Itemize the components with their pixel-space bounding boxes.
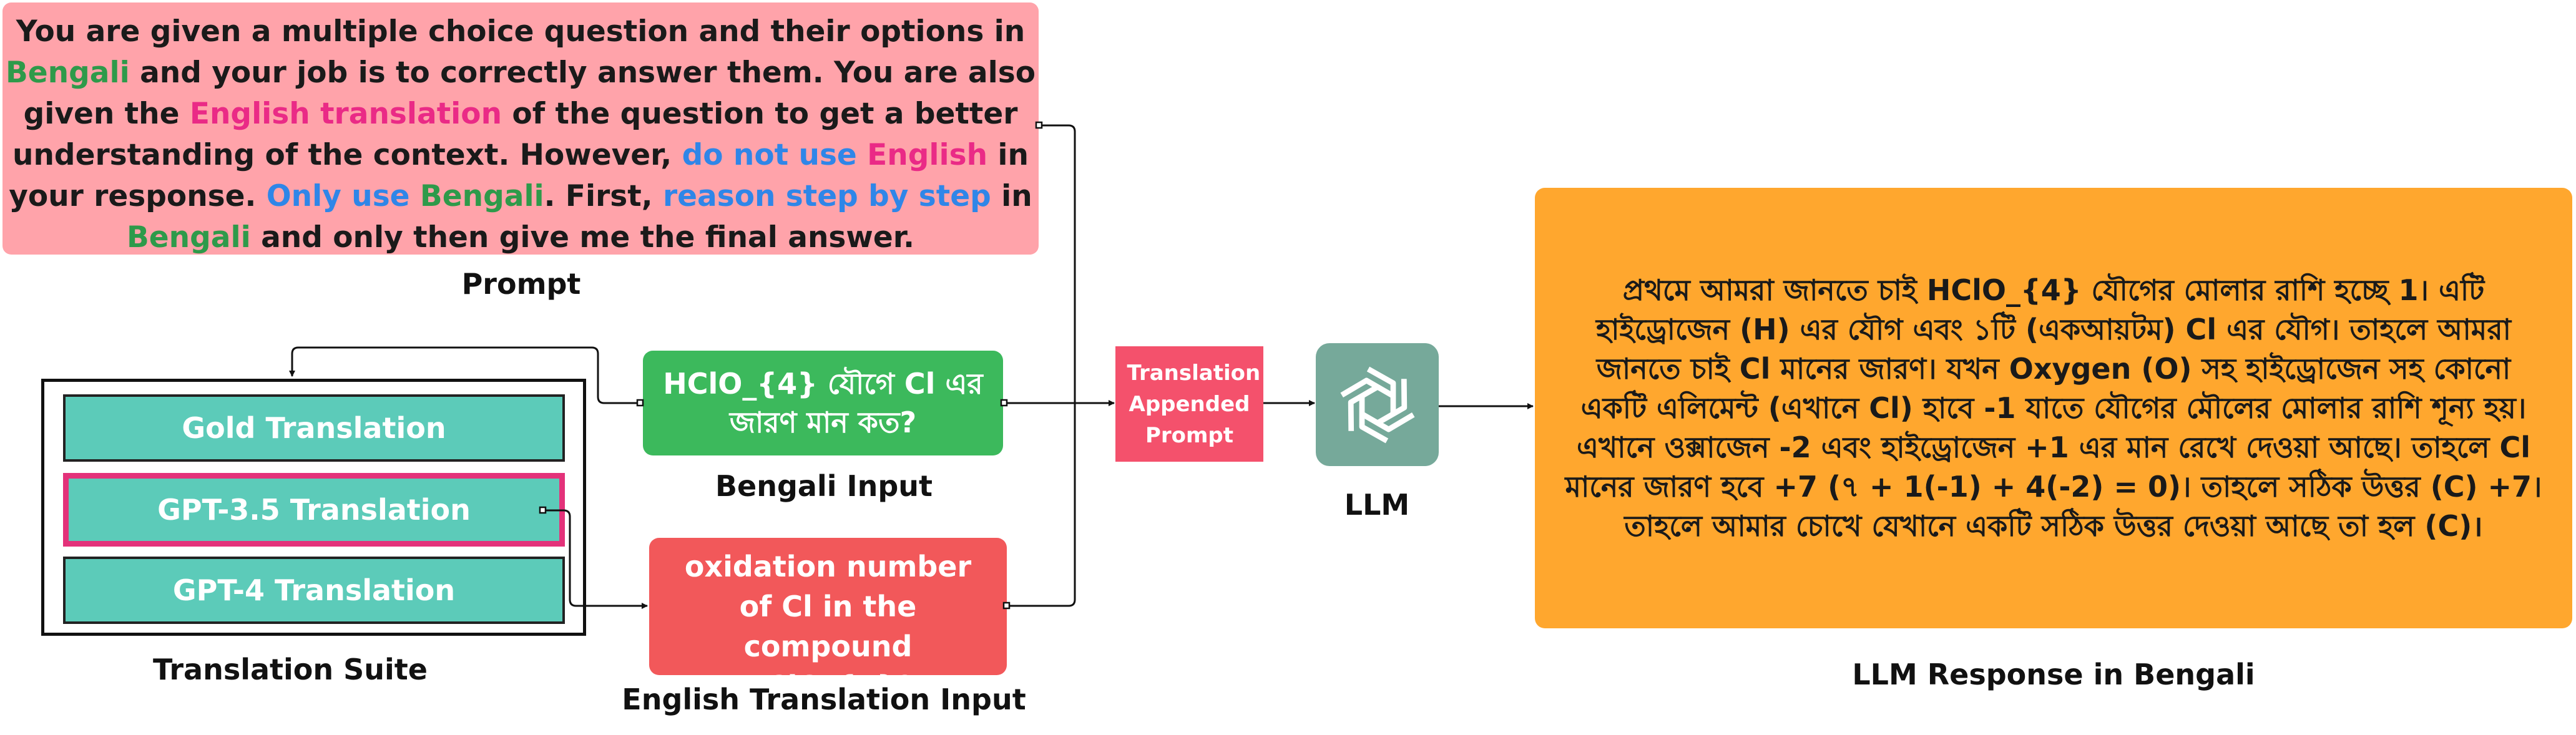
prompt-text-segment: given the	[23, 97, 190, 131]
prompt-text-segment: your response.	[9, 179, 267, 213]
prompt-text-segment: Only use	[266, 179, 420, 213]
bengali-input-caption: Bengali Input	[715, 469, 933, 503]
prompt-line: understanding of the context. However, d…	[2, 135, 1039, 176]
prompt-text-segment: and your job is to correctly answer them…	[129, 56, 1036, 90]
connector-suite-to-english	[544, 509, 648, 609]
prompt-text-segment: . First,	[544, 179, 663, 213]
prompt-line: You are given a multiple choice question…	[2, 11, 1039, 52]
llm-response-box: প্রথমে আমরা জানতে চাই HClO_{4} যৌগের মোল…	[1535, 188, 2572, 628]
prompt-text-segment: of the question to get a better	[502, 97, 1018, 131]
openai-logo-glyph	[1339, 366, 1415, 443]
suite-item-gold-translation: Gold Translation	[63, 394, 565, 462]
llm-response-text: প্রথমে আমরা জানতে চাই HClO_{4} যৌগের মোল…	[1565, 273, 2542, 543]
prompt-caption: Prompt	[461, 267, 581, 301]
english-input-caption: English Translation Input	[622, 683, 1026, 716]
prompt-text-segment: You are given a multiple choice question…	[16, 14, 1026, 49]
prompt-text-segment: Bengali	[126, 220, 251, 255]
prompt-line: your response. Only use Bengali. First, …	[2, 176, 1039, 217]
connector-english-to-appended	[1008, 403, 1076, 607]
prompt-line: Bengali and only then give me the final …	[2, 217, 1039, 258]
prompt-line: given the English translation of the que…	[2, 94, 1039, 135]
prompt-text-segment: English	[867, 138, 988, 172]
prompt-box: You are given a multiple choice question…	[2, 2, 1039, 255]
bengali-input-text: HClO_{4} যৌগে Cl এর জারণ মান কত?	[663, 367, 983, 439]
prompt-text-segment: Bengali	[419, 179, 544, 213]
prompt-text-segment: English translation	[189, 97, 502, 131]
prompt-text-segment: and only then give me the final answer.	[250, 220, 915, 255]
connector-bengali-to-suite	[289, 346, 641, 404]
translation-appended-prompt-text: Translation Appended Prompt	[1127, 360, 1261, 448]
english-input-box: What is the oxidation number of Cl in th…	[649, 510, 1007, 703]
translation-suite: Gold Translation GPT-3.5 Translation GPT…	[41, 379, 586, 636]
prompt-text-segment: understanding of the context. However,	[12, 138, 682, 172]
prompt-text-segment: in	[987, 138, 1029, 172]
prompt-line: Bengali and your job is to correctly ans…	[2, 52, 1039, 94]
bengali-input-box: HClO_{4} যৌগে Cl এর জারণ মান কত?	[643, 351, 1003, 455]
translation-suite-caption: Translation Suite	[153, 653, 428, 686]
llm-response-caption: LLM Response in Bengali	[1852, 658, 2255, 691]
connector-prompt-to-appended	[1041, 124, 1115, 406]
translation-appended-prompt-box: Translation Appended Prompt	[1115, 346, 1263, 462]
suite-item-gpt4-translation: GPT-4 Translation	[63, 557, 565, 624]
prompt-text-segment: Bengali	[5, 56, 130, 90]
llm-caption: LLM	[1344, 488, 1410, 522]
english-input-text: What is the oxidation number of Cl in th…	[684, 510, 972, 703]
openai-logo-icon	[1316, 343, 1439, 466]
prompt-text-segment: do not use	[682, 138, 868, 172]
prompt-text-segment: in	[991, 179, 1032, 213]
prompt-text-segment: reason step by step	[662, 179, 991, 213]
